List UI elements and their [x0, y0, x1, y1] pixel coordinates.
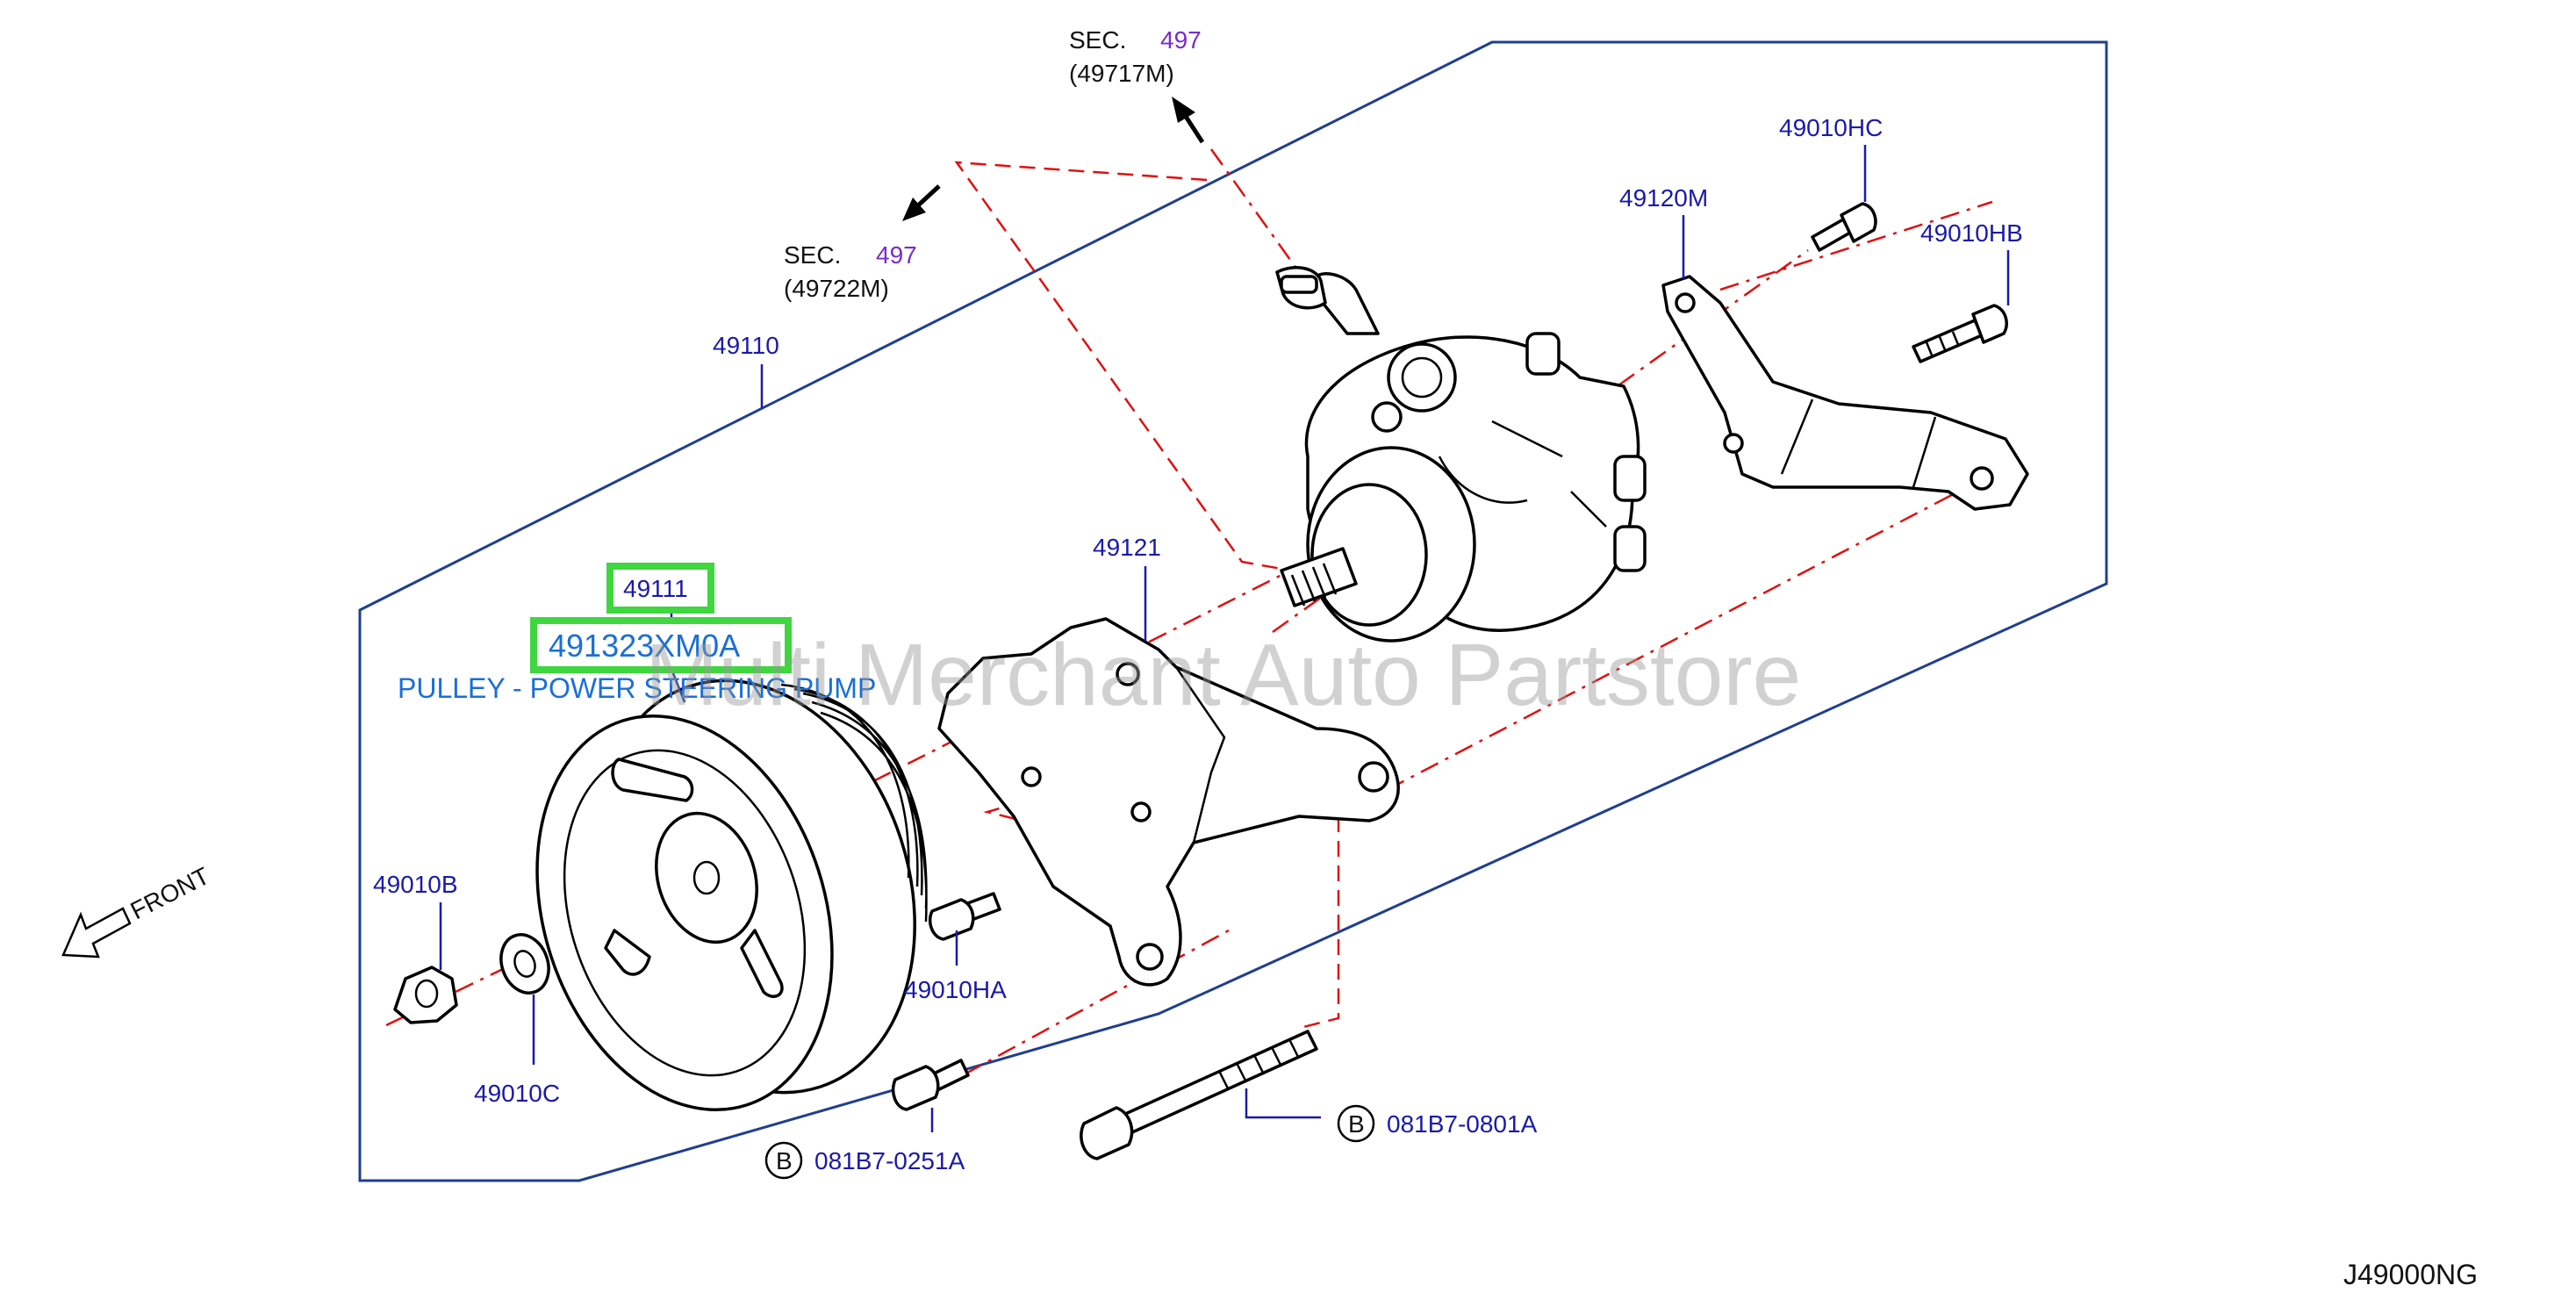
- bracket-49120m[interactable]: [1661, 275, 2029, 511]
- arrow-left-icon: [902, 197, 926, 221]
- arrow-up-icon: [1172, 97, 1195, 123]
- pump-housing-detail: [1438, 420, 1607, 528]
- pulley-spoke-right: [740, 929, 784, 998]
- pump-shaft: [1280, 547, 1358, 607]
- bolt-hb-head: [1971, 304, 2008, 344]
- label-081b7-0251a[interactable]: 081B7-0251A: [814, 1147, 965, 1174]
- pump-boss-top: [1525, 332, 1561, 376]
- label-49120m[interactable]: 49120M: [1619, 184, 1708, 212]
- pulley[interactable]: [489, 639, 966, 1149]
- rear-bracket-hole-2: [1723, 433, 1744, 454]
- hose-return-line: [954, 161, 1282, 571]
- pump-port-plug: [1371, 401, 1403, 433]
- bolt-49010hb[interactable]: [1912, 304, 2008, 363]
- label-49010c[interactable]: 49010C: [474, 1080, 560, 1107]
- washer-inner: [513, 950, 536, 978]
- section-arrows: [902, 97, 1205, 221]
- pump-boss-lower: [1613, 525, 1647, 572]
- sec-left-part: (49722M): [784, 275, 889, 302]
- label-49010hb[interactable]: 49010HB: [1920, 219, 2023, 247]
- washer-49010c[interactable]: [493, 928, 556, 1000]
- sec-top-label: SEC.: [1069, 26, 1126, 54]
- rear-bracket-bend-lines: [1780, 399, 1937, 488]
- sec-top-part: (49717M): [1069, 60, 1174, 87]
- circle-b1-letter: B: [776, 1147, 793, 1174]
- drawing-code: J49000NG: [2343, 1259, 2478, 1290]
- pump-inlet-port-inner: [1401, 356, 1443, 399]
- label-49121[interactable]: 49121: [1093, 534, 1161, 561]
- front-label: FRONT: [126, 862, 214, 924]
- pump-inlet-port: [1387, 342, 1457, 413]
- circle-b2-letter: B: [1348, 1110, 1365, 1138]
- bolt-hc-axis: [1719, 200, 1993, 291]
- bracket-49121[interactable]: [937, 617, 1400, 987]
- bracket-bend-line: [1174, 666, 1226, 844]
- sec-top-number[interactable]: 497: [1160, 26, 1202, 54]
- washer-outer: [499, 933, 550, 995]
- bolt-0801a-axis: [1302, 816, 1340, 1029]
- pulley-grooves: [780, 683, 928, 923]
- sec-left-label: SEC.: [784, 241, 841, 269]
- front-bracket-plate: [937, 617, 1400, 987]
- bolt-081b7-0251a[interactable]: [891, 1059, 970, 1111]
- label-49110[interactable]: 49110: [713, 332, 779, 359]
- bolt-081b7-0801a[interactable]: [1080, 1030, 1318, 1160]
- pulley-hub: [655, 811, 758, 944]
- pulley-description: PULLEY - POWER STEERING PUMP: [398, 672, 876, 704]
- bolt-0251a-axis: [929, 929, 1230, 1095]
- circle-b2-icon: [1337, 1104, 1375, 1143]
- hose-supply-line: [1209, 148, 1301, 273]
- pulley-spoke-top: [611, 758, 694, 802]
- leader-pulley: [670, 668, 686, 703]
- bolt-0801a-threads: [1218, 1040, 1301, 1091]
- highlight-49111: [606, 563, 714, 614]
- assembly-frame: [358, 40, 2108, 1182]
- label-081b7-0801a[interactable]: 081B7-0801A: [1387, 1110, 1538, 1138]
- nut-bore: [414, 979, 439, 1009]
- bolt-hc-head: [1840, 202, 1877, 243]
- nut-49010b[interactable]: [393, 966, 458, 1024]
- bolt-49010hc[interactable]: [1811, 202, 1877, 252]
- pump-boss-right: [1613, 455, 1647, 502]
- bracket-hole-3: [1130, 801, 1152, 822]
- front-indicator: FRONT: [61, 862, 214, 959]
- bolt-49010ha[interactable]: [928, 892, 1001, 941]
- pulley-spoke-left: [604, 929, 651, 976]
- rear-bracket-hole-1: [1675, 292, 1696, 313]
- pump-shaft-splines: [1290, 563, 1338, 607]
- arrow-left-shaft: [915, 184, 941, 208]
- label-49111[interactable]: 49111: [623, 575, 688, 602]
- leader-0801a: [1245, 1088, 1321, 1119]
- nut-body: [393, 966, 458, 1024]
- pulley-inner-rim: [563, 749, 807, 1077]
- bracket-hole-5: [1136, 943, 1164, 971]
- watermark: Multi Merchant Auto Partstore: [645, 626, 1801, 724]
- power-steering-pump[interactable]: [1275, 266, 1647, 643]
- label-49010ha[interactable]: 49010HA: [904, 976, 1007, 1003]
- bolt-hb-shank: [1912, 319, 1984, 363]
- rear-bracket-hole-3: [1970, 466, 1994, 491]
- pump-fitting-nut: [1280, 275, 1318, 294]
- pulley-bore: [692, 860, 721, 895]
- bolt-0251a-head: [891, 1065, 940, 1111]
- bolt-0801a-head: [1080, 1106, 1134, 1160]
- label-49010hc[interactable]: 49010HC: [1779, 114, 1883, 141]
- label-491323xm0a[interactable]: 491323XM0A: [549, 628, 740, 664]
- bracket-hole-1: [1116, 662, 1140, 686]
- lower-bracket-axis: [1386, 477, 1984, 792]
- label-49010b[interactable]: 49010B: [373, 871, 458, 898]
- highlight-491323xm0a: [530, 617, 792, 673]
- rear-bracket-plate: [1661, 275, 2029, 511]
- bolt-hb-threads: [1925, 331, 1961, 358]
- bracket-hole-4: [1021, 766, 1042, 787]
- leader-lines: [439, 145, 2010, 1132]
- bracket-hole-2: [1358, 761, 1389, 793]
- sec-left-number[interactable]: 497: [876, 241, 917, 269]
- bolt-ha-head: [928, 898, 975, 941]
- front-arrow-icon: [61, 907, 132, 959]
- circle-b1-icon: [764, 1141, 803, 1180]
